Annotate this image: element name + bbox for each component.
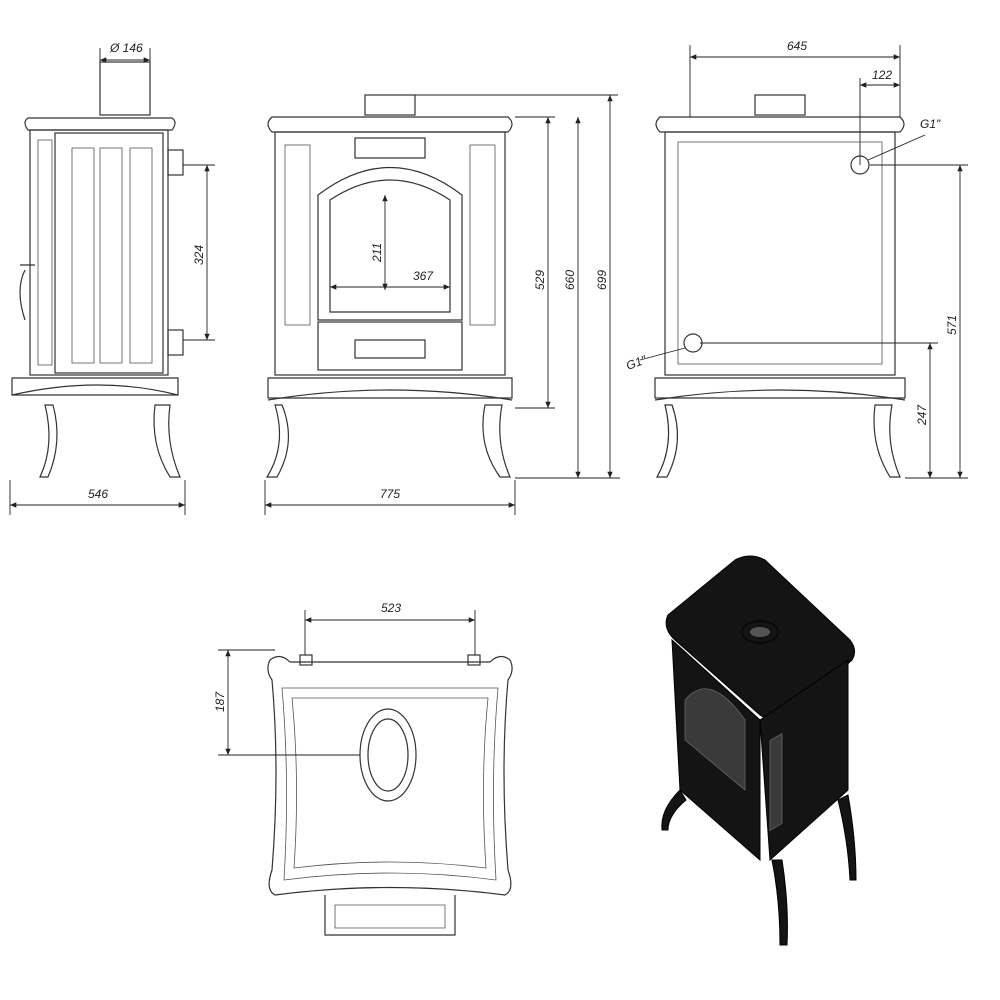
back-width-label: 645 (787, 39, 807, 53)
outlet-height-label: 324 (192, 245, 206, 265)
depth-label: 546 (88, 487, 108, 501)
front-view: 211 367 529 660 699 775 (264, 94, 620, 515)
top-width-label: 523 (381, 601, 401, 615)
stove-3d-render (661, 555, 857, 946)
height-699-label: 699 (595, 270, 609, 290)
height-247-label: 247 (915, 404, 929, 426)
connection-top-label: G1" (920, 117, 941, 131)
door-height-label: 211 (370, 243, 384, 263)
width-label: 775 (380, 487, 400, 501)
offset-label: 122 (872, 68, 892, 82)
flue-diameter-label: Ø 146 (109, 41, 143, 55)
top-view: 523 187 (213, 601, 513, 936)
height-529-label: 529 (533, 270, 547, 290)
back-view: 645 122 G1" G1" 571 247 (624, 39, 968, 479)
connection-bottom-label: G1" (624, 352, 649, 372)
top-depth-label: 187 (213, 691, 227, 712)
height-571-label: 571 (945, 315, 959, 335)
side-view: Ø 146 324 546 (9, 41, 215, 515)
height-660-label: 660 (563, 270, 577, 290)
door-width-label: 367 (413, 269, 434, 283)
